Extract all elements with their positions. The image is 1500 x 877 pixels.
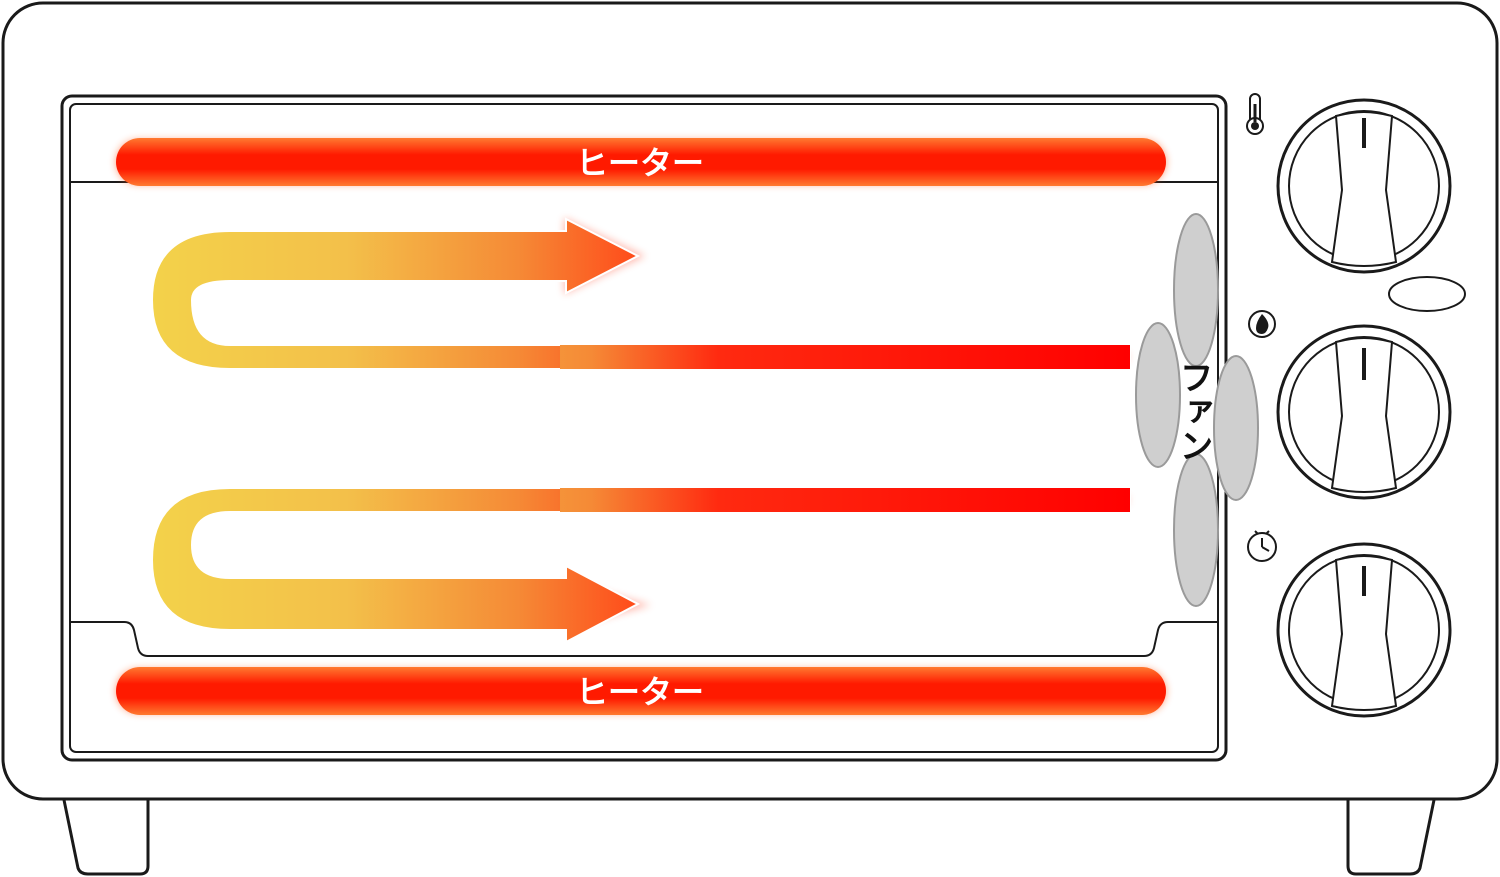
bottom-heater-tube (116, 667, 1166, 715)
fan: ファン (1135, 213, 1259, 607)
fan-blade-right (1213, 355, 1259, 501)
fan-blade-top (1173, 213, 1219, 367)
top-heater-tube (116, 138, 1166, 186)
airflow-lower-hot-line (560, 488, 1130, 512)
fan-blade-left (1135, 322, 1181, 468)
power-lamp (1388, 276, 1466, 312)
fan-label: ファン (1173, 360, 1213, 462)
bottom-heater-label: ヒーター (576, 673, 704, 711)
top-heater: ヒーター (116, 138, 1166, 186)
clock-icon (1247, 530, 1277, 562)
fan-blade-bottom (1173, 453, 1219, 607)
right-foot (1346, 799, 1436, 876)
thermometer-icon (1246, 93, 1264, 135)
airflow-lower (150, 487, 1131, 644)
airflow-upper-hot-line (560, 345, 1130, 369)
flame-icon (1248, 310, 1276, 338)
airflow-lower-return (150, 487, 1131, 644)
airflow-upper (150, 217, 1131, 370)
top-heater-label: ヒーター (576, 144, 704, 182)
bottom-heater: ヒーター (116, 667, 1166, 715)
heat-mode-dial[interactable] (1276, 324, 1452, 500)
timer-dial[interactable] (1276, 542, 1452, 718)
control-panel (1246, 93, 1466, 718)
airflow-upper-return (150, 217, 1131, 370)
door-frame-inner (69, 103, 1219, 753)
temperature-dial[interactable] (1276, 98, 1452, 274)
left-foot (62, 799, 150, 876)
oven-door (60, 94, 1228, 762)
bottom-tray (70, 621, 1218, 657)
